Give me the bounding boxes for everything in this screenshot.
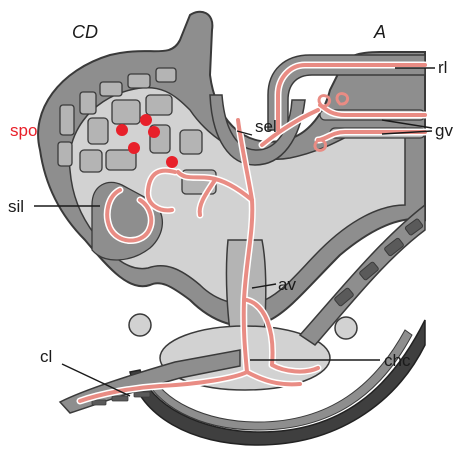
spo-spot-3 xyxy=(148,126,160,138)
label-cl: cl xyxy=(40,347,52,366)
spo-spot-5 xyxy=(166,156,178,168)
label-chc: chc xyxy=(384,351,411,370)
label-rl: rl xyxy=(438,58,447,77)
header-cd: CD xyxy=(72,22,98,42)
nodule-left xyxy=(129,314,151,336)
label-sel: sel xyxy=(255,117,277,136)
spo-spot-2 xyxy=(140,114,152,126)
nodule-right xyxy=(335,317,357,339)
header-a: A xyxy=(373,22,386,42)
spo-spot-4 xyxy=(128,142,140,154)
label-sil: sil xyxy=(8,197,24,216)
spo-spot-1 xyxy=(116,124,128,136)
label-gv: gv xyxy=(435,121,453,140)
label-spo: spo xyxy=(10,121,37,140)
label-av: av xyxy=(278,275,296,294)
